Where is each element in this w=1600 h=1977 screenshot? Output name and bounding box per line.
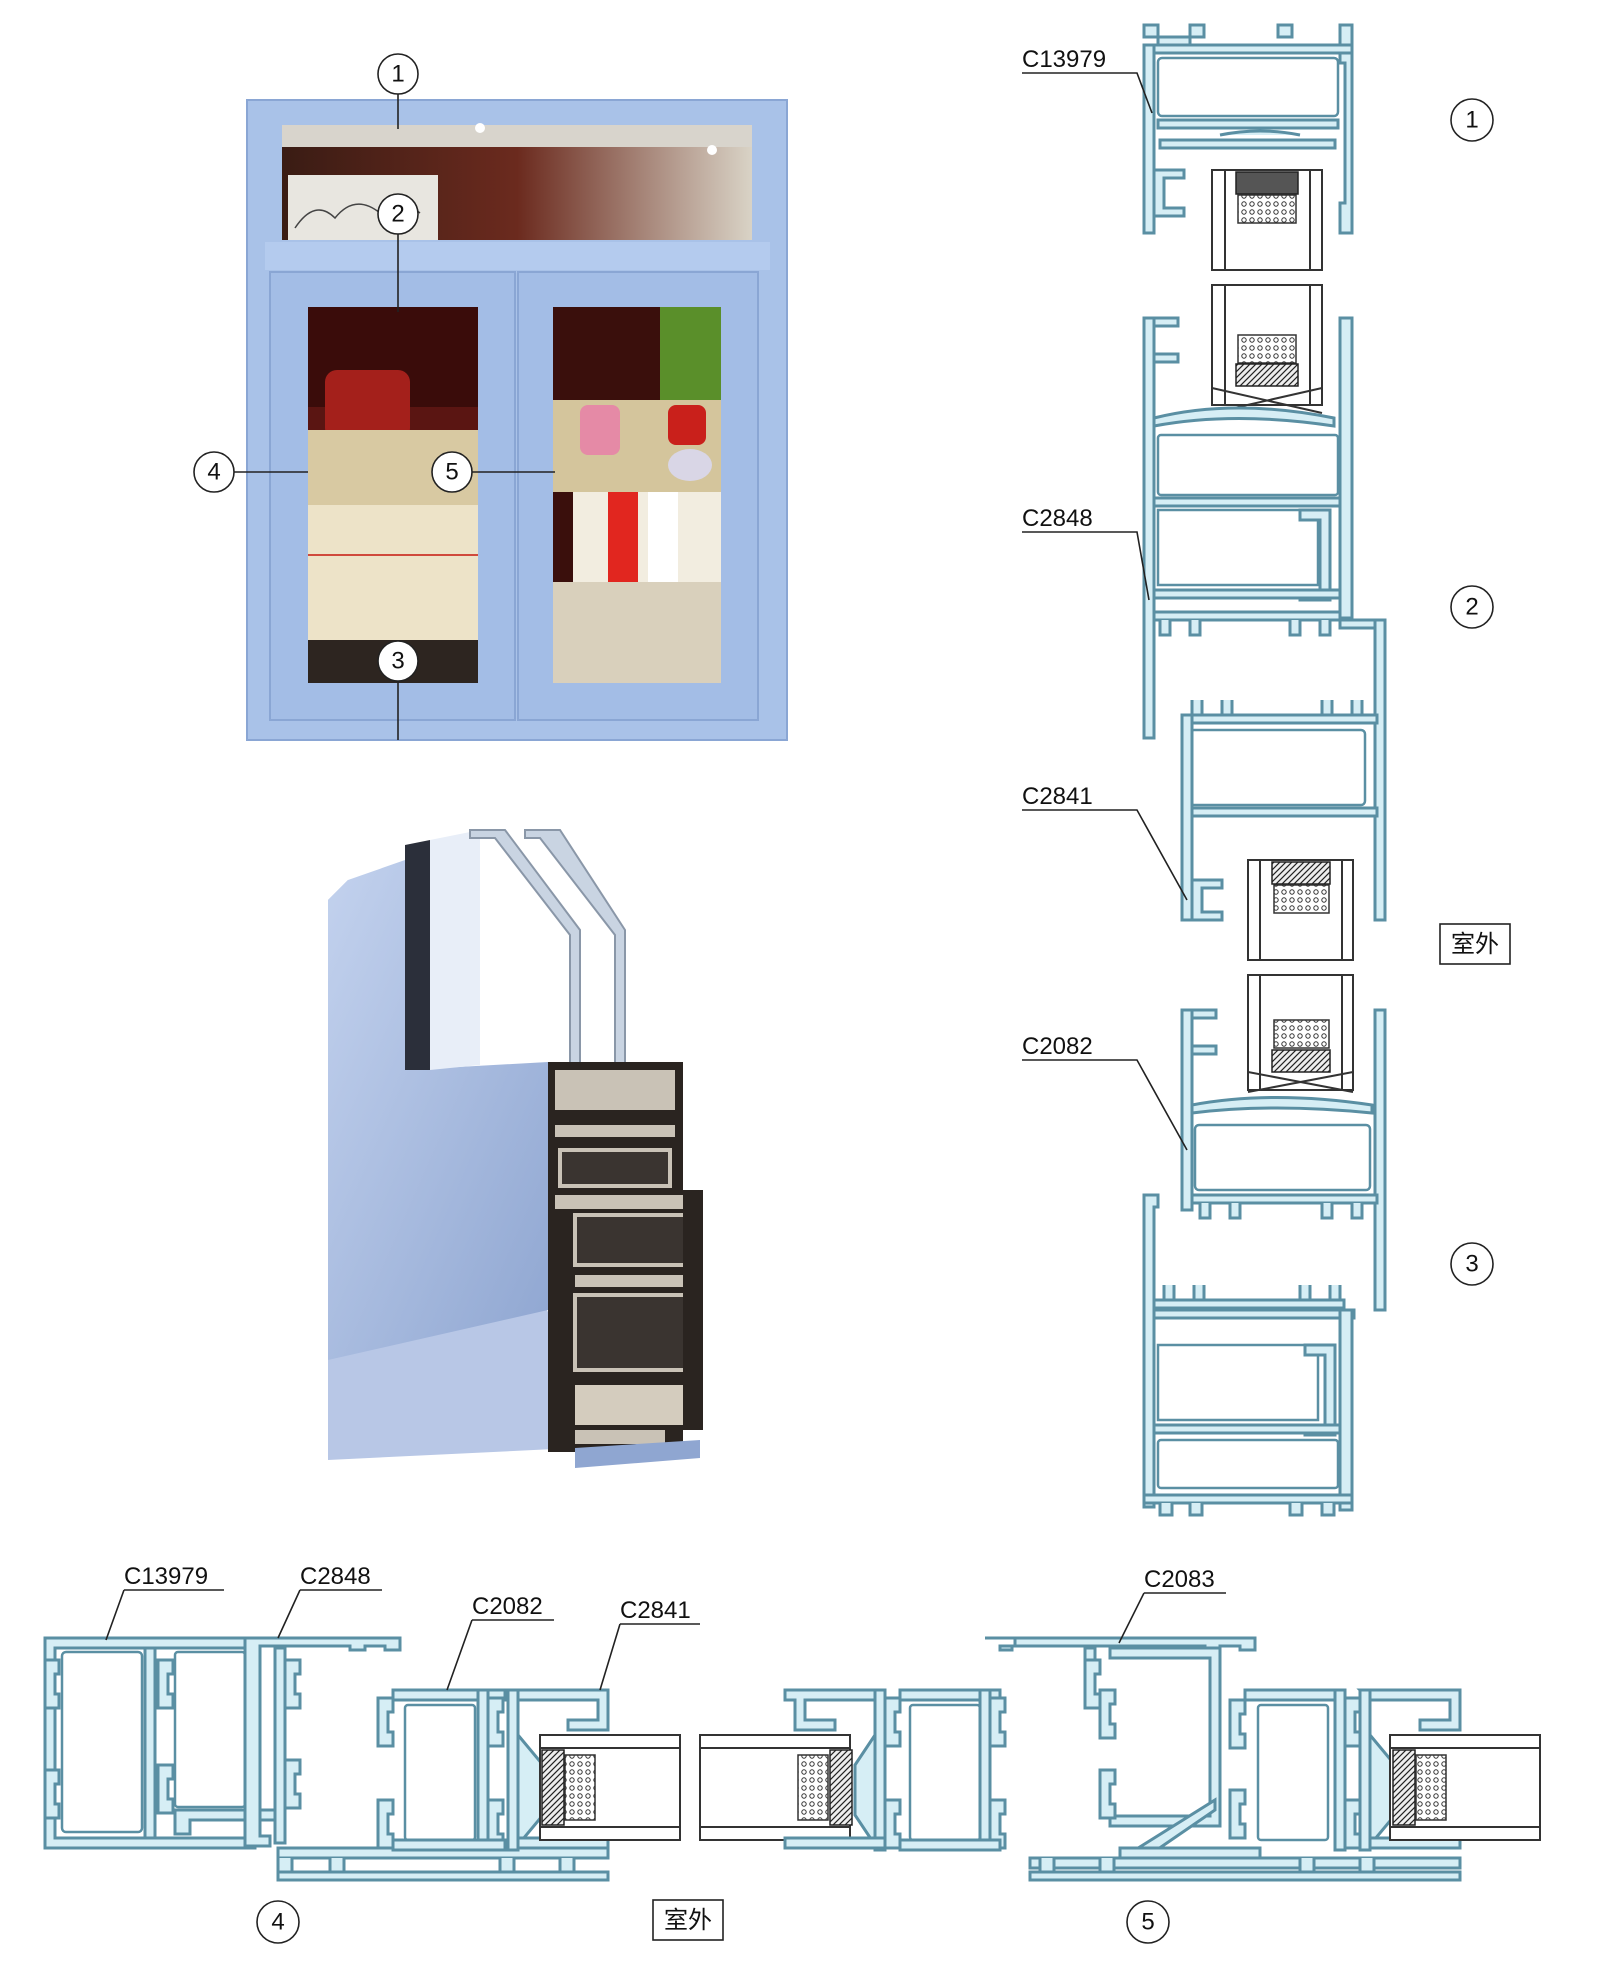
svg-text:C2841: C2841 <box>1022 783 1093 810</box>
label-c2083-horizontal: C2083 <box>1118 1566 1226 1644</box>
marker-5-horizontal: 5 <box>1126 1900 1170 1944</box>
svg-text:1: 1 <box>1465 107 1478 134</box>
profile-c2082-vertical <box>1180 1008 1387 1312</box>
glass-unit-horizontal-left <box>539 1734 681 1841</box>
label-c2082-horizontal: C2082 <box>446 1593 554 1691</box>
svg-text:2: 2 <box>1465 594 1478 621</box>
profile-right-sash-horizontal <box>1356 1688 1462 1852</box>
profile-c2082-horizontal <box>376 1688 507 1852</box>
profile-c2841-vertical <box>1180 618 1387 922</box>
svg-text:C2841: C2841 <box>620 1597 691 1624</box>
svg-text:C13979: C13979 <box>124 1563 208 1590</box>
label-c2841-vertical: C2841 <box>1022 783 1188 901</box>
glass-unit-1 <box>1211 169 1323 271</box>
marker-3-vertical: 3 <box>1450 1242 1494 1286</box>
label-c13979-vertical: C13979 <box>1022 46 1153 114</box>
horizontal-section: C13979 C2848 C2082 C2841 C2083 4 5 <box>43 1563 1541 1944</box>
profile-c13979-horizontal <box>43 1636 277 1850</box>
glass-unit-horizontal-right <box>1389 1734 1541 1841</box>
svg-text:C2083: C2083 <box>1144 1566 1215 1593</box>
svg-text:3: 3 <box>1465 1251 1478 1278</box>
profile-bottom-frame-vertical <box>1142 1193 1356 1517</box>
glass-unit-3 <box>1247 859 1354 961</box>
callout-3-label: 3 <box>391 648 404 675</box>
callout-3: 3 <box>377 640 419 682</box>
label-c2082-vertical: C2082 <box>1022 1033 1188 1151</box>
callout-4-label: 4 <box>207 459 220 486</box>
outdoor-label-horizontal: 室外 <box>652 1899 724 1941</box>
svg-text:室外: 室外 <box>1451 930 1499 958</box>
profile-c2083-horizontal <box>985 1636 1462 1882</box>
callout-2: 2 <box>377 193 419 235</box>
marker-1-vertical: 1 <box>1450 98 1494 142</box>
profile-mullion-left-sash <box>783 1688 1007 1852</box>
outdoor-label-vertical: 室外 <box>1439 923 1511 965</box>
label-c2841-horizontal: C2841 <box>599 1597 700 1691</box>
svg-text:C13979: C13979 <box>1022 46 1106 73</box>
marker-4-horizontal: 4 <box>256 1900 300 1944</box>
glass-unit-2 <box>1211 284 1323 414</box>
callout-2-label: 2 <box>391 201 404 228</box>
callout-1: 1 <box>377 53 419 95</box>
profile-c2848-vertical <box>1142 316 1354 740</box>
svg-text:C2082: C2082 <box>472 1593 543 1620</box>
callout-5-label: 5 <box>445 459 458 486</box>
label-c2848-horizontal: C2848 <box>277 1563 382 1639</box>
window-photo: 1 2 3 4 5 <box>193 53 788 741</box>
profile-3d-render <box>328 829 703 1468</box>
glass-unit-horizontal-mid <box>699 1734 853 1841</box>
profile-c2841-horizontal <box>504 1688 610 1852</box>
svg-text:C2848: C2848 <box>1022 505 1093 532</box>
svg-text:C2082: C2082 <box>1022 1033 1093 1060</box>
marker-2-vertical: 2 <box>1450 585 1494 629</box>
profile-c13979-vertical <box>1142 23 1354 235</box>
svg-text:室外: 室外 <box>664 1906 712 1934</box>
callout-1-label: 1 <box>391 61 404 88</box>
vertical-section: C13979 C2848 C2841 C2082 1 2 3 <box>1022 23 1511 1517</box>
svg-text:4: 4 <box>271 1909 284 1936</box>
glass-unit-4 <box>1247 974 1354 1093</box>
profile-c2848-horizontal <box>243 1636 610 1882</box>
label-c2848-vertical: C2848 <box>1022 505 1150 601</box>
callout-4: 4 <box>193 451 235 493</box>
svg-text:C2848: C2848 <box>300 1563 371 1590</box>
svg-text:5: 5 <box>1141 1909 1154 1936</box>
label-c13979-horizontal: C13979 <box>105 1563 224 1641</box>
callout-5: 5 <box>431 451 473 493</box>
